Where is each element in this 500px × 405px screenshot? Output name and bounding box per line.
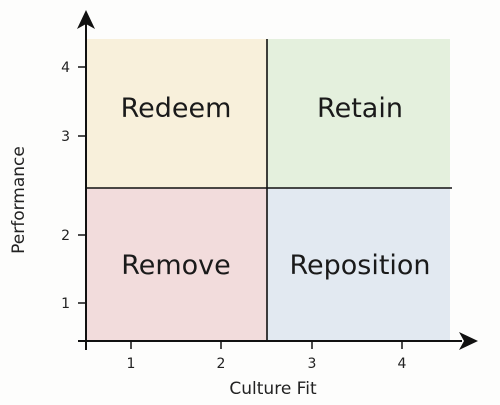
x-tick-label: 1 [127,356,136,372]
quadrant-label-remove: Remove [121,250,231,281]
x-tick-label: 3 [308,356,317,372]
quadrant-label-retain: Retain [317,93,403,124]
quadrant-reposition-bg [267,188,450,341]
y-tick-label: 2 [61,228,70,244]
y-axis-arrowhead [77,10,95,29]
quadrant-retain-bg [267,39,450,188]
y-axis-title: Performance [9,146,29,254]
quadrant-remove-bg [86,188,267,341]
x-tick-label: 2 [217,356,226,372]
y-tick-label: 3 [61,129,70,145]
x-tick-label: 4 [398,356,407,372]
y-tick-label: 1 [61,296,70,312]
x-axis-title: Culture Fit [229,379,317,399]
quadrant-label-reposition: Reposition [289,250,430,281]
quadrant-label-redeem: Redeem [121,93,232,124]
quadrant-redeem-bg [86,39,267,188]
x-axis-arrowhead [459,332,478,350]
y-tick-label: 4 [61,60,70,76]
